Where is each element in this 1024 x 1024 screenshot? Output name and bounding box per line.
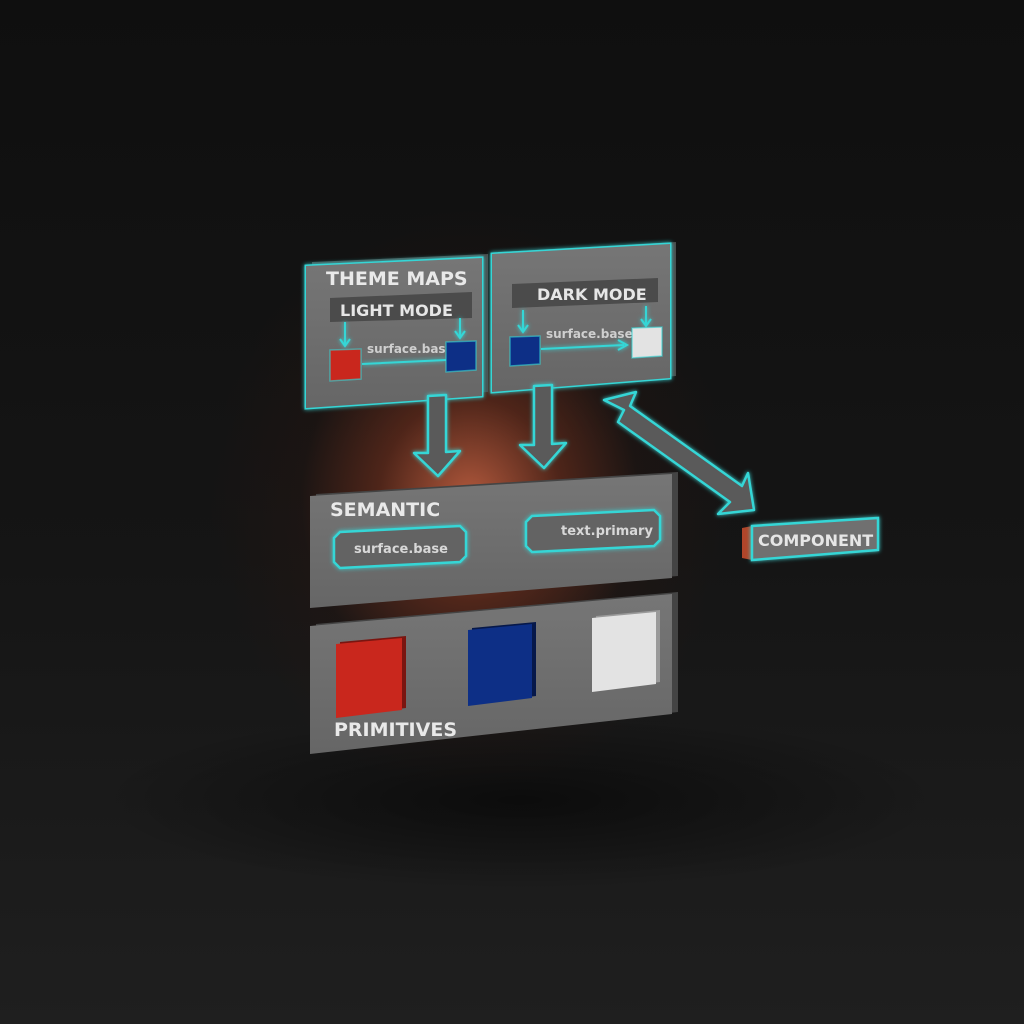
arrow-light-to-semantic <box>412 393 462 478</box>
primitive-swatch-blue <box>468 622 536 706</box>
component-label: COMPONENT <box>758 531 873 550</box>
dark-mode-mapping <box>517 306 652 351</box>
primitives-title: PRIMITIVES <box>334 719 457 741</box>
dark-mode-token: surface.base <box>546 327 633 341</box>
semantic-panel: SEMANTIC surface.base text.primary <box>310 472 678 608</box>
dark-mode-header: DARK MODE <box>512 278 658 308</box>
light-mode-mapping <box>339 318 466 365</box>
light-mode-to-swatch <box>445 340 477 373</box>
theme-maps-title: THEME MAPS <box>326 268 468 290</box>
dark-mode-from-swatch <box>509 335 541 367</box>
theme-maps-dark-panel: DARK MODE surface.base <box>490 242 676 394</box>
dark-mode-label: DARK MODE <box>537 285 647 304</box>
semantic-token-text-primary: text.primary <box>524 508 662 554</box>
dark-mode-to-swatch <box>631 326 663 359</box>
light-mode-header: LIGHT MODE <box>330 292 472 322</box>
arrow-theme-component-link <box>602 390 756 516</box>
semantic-title: SEMANTIC <box>330 499 440 521</box>
component-box: COMPONENT <box>742 516 880 562</box>
semantic-token-surface-base: surface.base <box>332 524 468 570</box>
semantic-token-label: text.primary <box>561 524 653 539</box>
semantic-token-label: surface.base <box>354 542 448 557</box>
light-mode-token: surface.base <box>367 342 454 356</box>
theme-maps-light-panel: THEME MAPS LIGHT MODE surface.base <box>304 254 488 410</box>
primitive-swatch-white <box>592 610 660 692</box>
light-mode-label: LIGHT MODE <box>340 301 453 320</box>
primitive-swatch-red <box>336 636 406 718</box>
light-mode-from-swatch <box>329 348 362 382</box>
primitives-panel: PRIMITIVES <box>310 592 678 754</box>
arrow-dark-to-semantic <box>518 383 568 470</box>
